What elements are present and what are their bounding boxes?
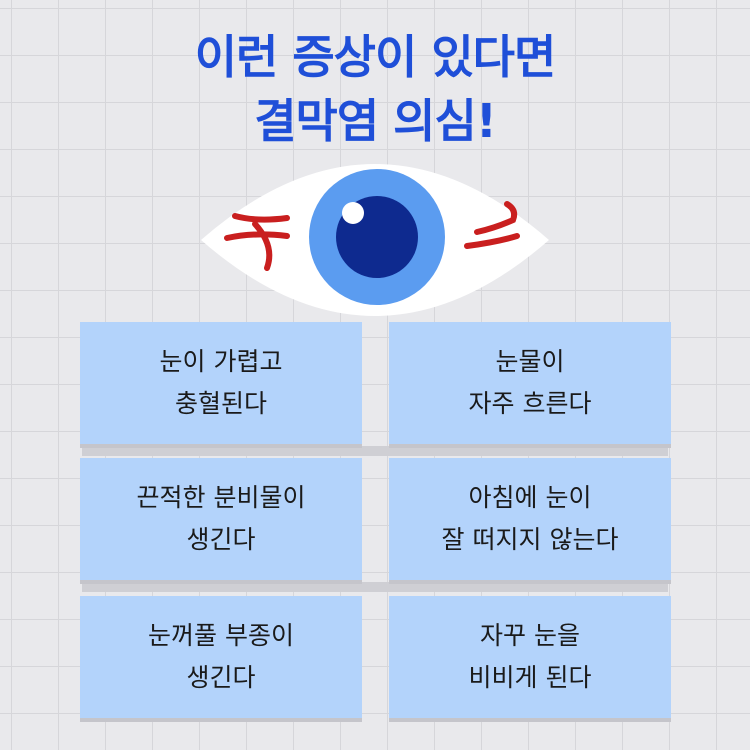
symptom-card-2-line1: 눈물이 (495, 347, 565, 376)
symptom-card-1-line2: 충혈된다 (174, 389, 267, 418)
page-title-line1: 이런 증상이 있다면 (194, 30, 557, 84)
symptom-card-6: 자꾸 눈을 비비게 된다 (389, 596, 671, 718)
symptom-card-4-line1: 아침에 눈이 (468, 483, 592, 512)
symptom-card-6-line1: 자꾸 눈을 (480, 621, 580, 650)
blood-vessels-left (224, 213, 290, 271)
red-eye-illustration (201, 164, 549, 316)
symptom-card-3-line1: 끈적한 분비물이 (136, 483, 306, 512)
symptom-card-1: 눈이 가렵고 충혈된다 (80, 322, 362, 444)
symptom-card-2-line2: 자주 흐른다 (468, 389, 592, 418)
symptom-card-3: 끈적한 분비물이 생긴다 (80, 458, 362, 580)
symptom-card-3-line2: 생긴다 (186, 525, 256, 554)
symptom-card-6-line2: 비비게 된다 (468, 663, 592, 692)
symptom-card-2: 눈물이 자주 흐른다 (389, 322, 671, 444)
page-title-line2: 결막염 의심! (254, 94, 497, 148)
symptom-card-1-line1: 눈이 가렵고 (159, 347, 283, 376)
eye-highlight (342, 202, 364, 224)
symptom-card-4: 아침에 눈이 잘 떠지지 않는다 (389, 458, 671, 580)
symptom-card-5-line2: 생긴다 (186, 663, 256, 692)
blood-vessels-right (464, 201, 520, 249)
shelf-row-1 (82, 446, 668, 456)
symptom-card-5: 눈꺼풀 부종이 생긴다 (80, 596, 362, 718)
symptom-card-4-line2: 잘 떠지지 않는다 (441, 525, 619, 554)
shelf-row-2 (82, 582, 668, 592)
symptom-card-5-line1: 눈꺼풀 부종이 (148, 621, 294, 650)
